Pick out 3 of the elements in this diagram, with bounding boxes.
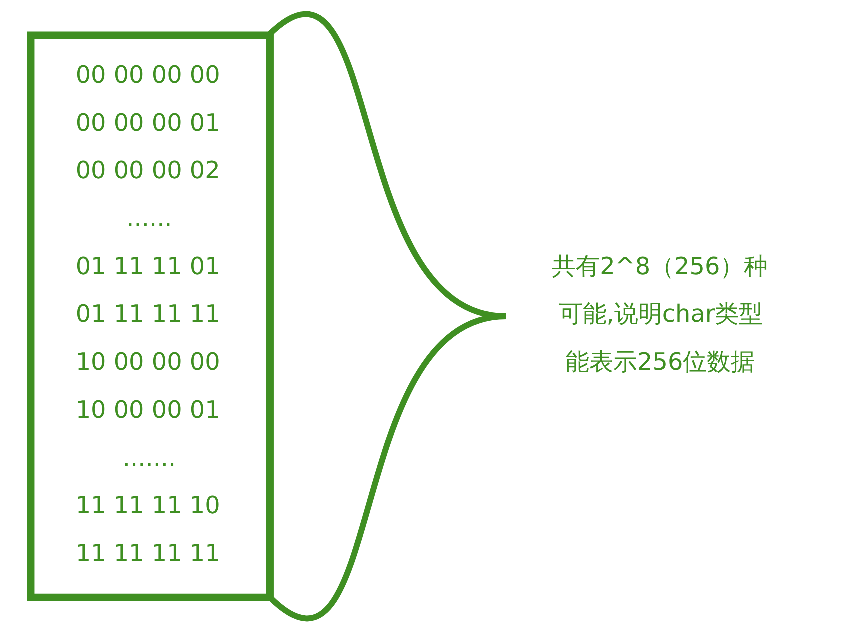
node-box: 00 00 00 00 00 00 00 01 00 00 00 02 ...... 01 11 11 01 01 11 11 11 10 00 00 00 10 00 00 01 ....... 11 11 11 10 11 11 11 11 (26, 32, 274, 602)
connector (268, 314, 507, 620)
node-text: 共有2^8（256）种可能,说明char类型能表示256位数据 (552, 252, 768, 376)
